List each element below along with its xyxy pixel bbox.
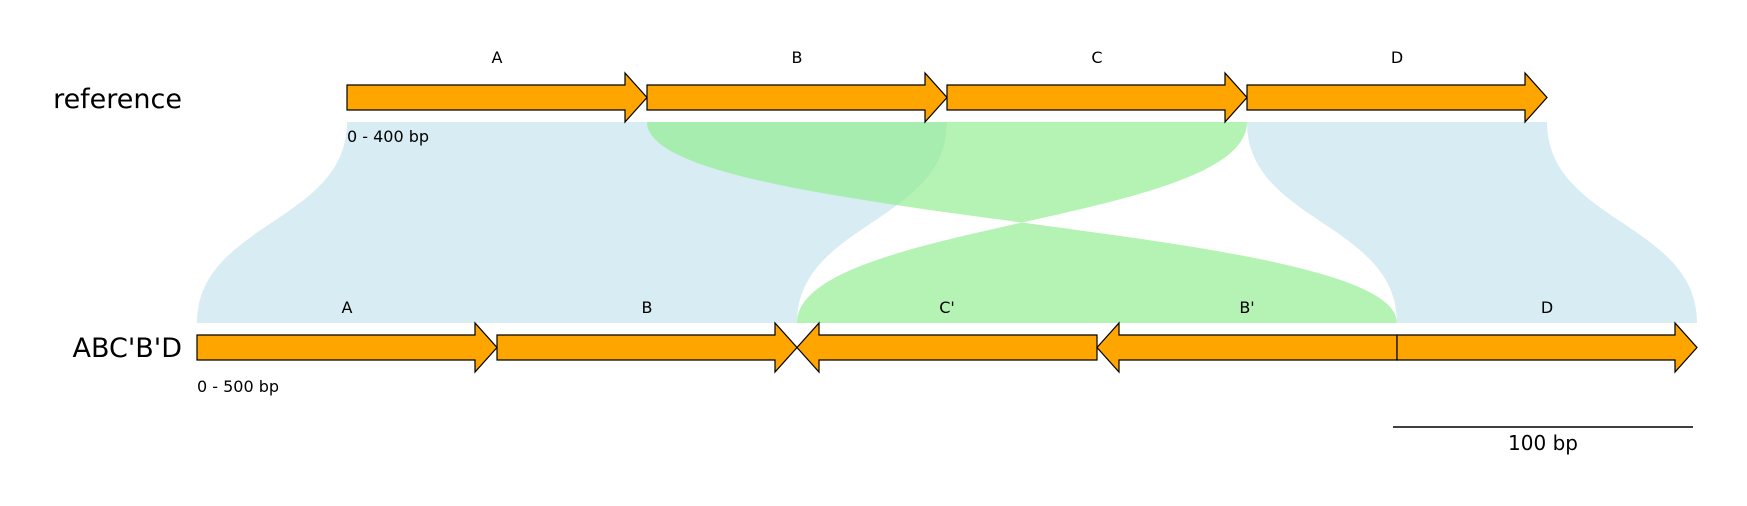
abcbd-gene-a-label: A: [342, 298, 353, 317]
query-range-label: 0 - 500 bp: [197, 377, 279, 396]
scale-bar-label: 100 bp: [1508, 431, 1578, 455]
reference-track-label: reference: [53, 84, 182, 115]
reference-gene-b-arrow: [646, 71, 948, 124]
reference-gene-b-label: B: [792, 48, 803, 67]
abcbd-gene-d-arrow: [1396, 321, 1698, 374]
scale-bar: 100 bp: [1393, 426, 1693, 455]
link-forward-2: [1247, 122, 1697, 323]
reference-gene-a-label: A: [492, 48, 503, 67]
abcbd-gene-b-prime-label: B': [1239, 298, 1254, 317]
query-track-label: ABC'B'D: [72, 333, 182, 364]
abcbd-gene-b-arrow: [496, 321, 798, 374]
reference-range-label: 0 - 400 bp: [347, 127, 429, 146]
abcbd-gene-a-arrow: [196, 321, 498, 374]
abcbd-gene-b-label: B: [642, 298, 653, 317]
reference-gene-c-label: C: [1091, 48, 1102, 67]
reference-gene-c-arrow: [946, 71, 1248, 124]
gene-features: A B C D A B C' B' D: [196, 48, 1698, 374]
abcbd-gene-d-label: D: [1541, 298, 1553, 317]
abcbd-gene-b-prime-arrow: [1096, 321, 1398, 374]
alignment-links: [197, 122, 1697, 323]
abcbd-gene-c-prime-arrow: [796, 321, 1098, 374]
abcbd-gene-c-prime-label: C': [939, 298, 955, 317]
reference-gene-a-arrow: [346, 71, 648, 124]
reference-gene-d-arrow: [1246, 71, 1548, 124]
genome-tracks: reference 0 - 400 bp ABC'B'D 0 - 500 bp: [53, 84, 429, 396]
link-inverted-1: [647, 122, 1397, 323]
reference-gene-d-label: D: [1391, 48, 1403, 67]
